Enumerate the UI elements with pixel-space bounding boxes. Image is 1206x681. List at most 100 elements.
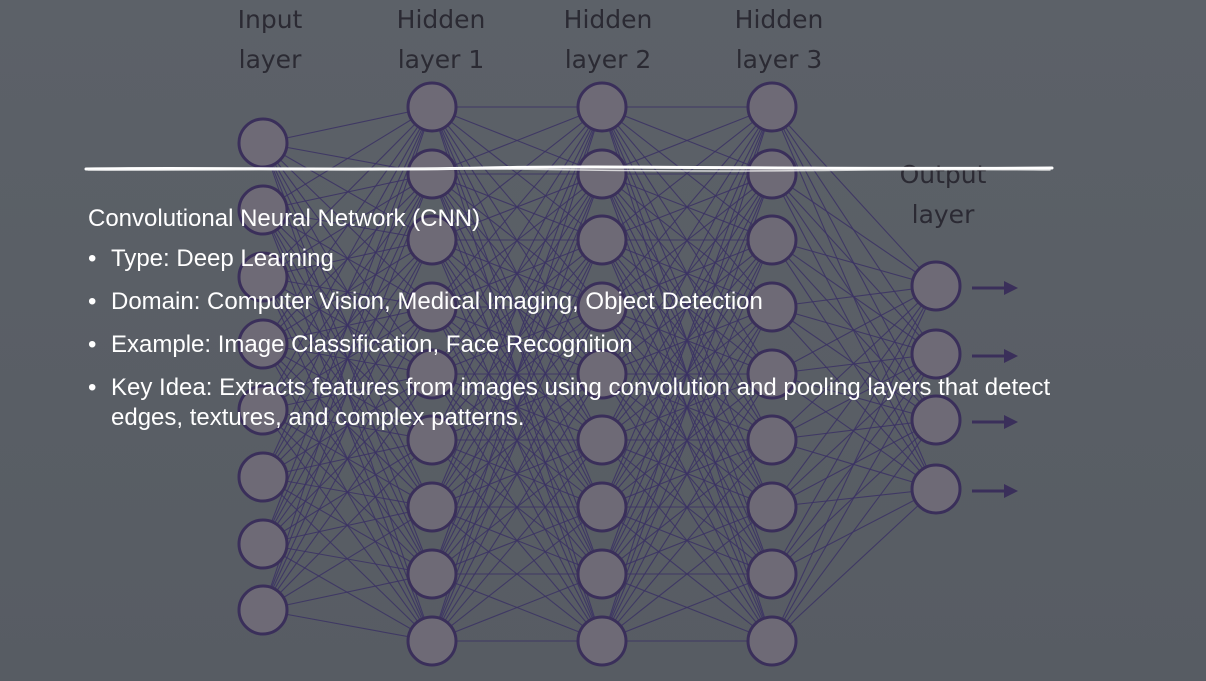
- network-edge: [601, 106, 773, 175]
- network-edge: [431, 239, 603, 642]
- output-arrow-icon: [972, 484, 1018, 498]
- network-edge: [601, 106, 773, 508]
- network-edge: [431, 106, 603, 175]
- input-node: [237, 384, 289, 436]
- network-edge: [771, 488, 937, 575]
- hidden-layer-1-label-line1: Hidden: [397, 5, 486, 34]
- input-node: [237, 518, 289, 570]
- output-arrow-icon: [972, 349, 1018, 363]
- bullet-marker: •: [88, 374, 97, 401]
- network-edge: [601, 373, 773, 642]
- network-edge: [601, 106, 773, 441]
- hidden-node: [576, 281, 628, 333]
- network-edge: [262, 306, 433, 611]
- network-edge: [771, 419, 937, 642]
- bullet-text: Domain: Computer Vision, Medical Imaging…: [111, 288, 763, 315]
- network-edge: [601, 306, 773, 642]
- hidden-node: [746, 214, 798, 266]
- hidden-node: [576, 148, 628, 200]
- network-edge: [262, 106, 433, 144]
- network-edge: [262, 106, 433, 411]
- input-node: [237, 318, 289, 370]
- network-edge: [771, 285, 937, 575]
- bullet-text: Example: Image Classification, Face Reco…: [111, 331, 633, 358]
- hidden-node: [746, 548, 798, 600]
- network-edge: [771, 285, 937, 308]
- network-edge: [431, 173, 603, 642]
- network-edge: [771, 353, 937, 642]
- bullet-marker: •: [88, 331, 97, 358]
- bullet-text: Key Idea: Extracts features from images …: [111, 374, 1051, 431]
- hidden-node: [406, 481, 458, 533]
- bullet-list: • Type: Deep Learning • Domain: Computer…: [88, 244, 1098, 433]
- network-edge: [262, 106, 433, 211]
- network-edge: [431, 106, 603, 642]
- network-edge: [601, 106, 773, 575]
- input-node: [237, 117, 289, 169]
- network-edge: [431, 306, 603, 642]
- network-edge: [431, 506, 603, 642]
- network-edge: [771, 306, 937, 490]
- output-node: [910, 394, 962, 446]
- hidden-node: [576, 214, 628, 266]
- hidden-node: [406, 148, 458, 200]
- bullet-text: Type: Deep Learning: [111, 245, 334, 272]
- output-node: [910, 260, 962, 312]
- network-edge: [771, 285, 937, 375]
- network-edge: [262, 106, 433, 611]
- hidden-node: [576, 615, 628, 667]
- output-node: [910, 328, 962, 380]
- output-arrow-icon: [972, 281, 1018, 295]
- hidden-node: [746, 281, 798, 333]
- input-node: [237, 251, 289, 303]
- network-edge: [771, 173, 937, 355]
- network-edge: [601, 106, 773, 642]
- hidden-node: [406, 414, 458, 466]
- hidden-node: [746, 615, 798, 667]
- hidden-node: [746, 481, 798, 533]
- output-layer-label-line2: layer: [912, 200, 975, 229]
- bullet-marker: •: [88, 245, 97, 272]
- network-edge: [262, 439, 433, 611]
- input-node: [237, 584, 289, 636]
- hidden-node: [576, 481, 628, 533]
- network-edge: [262, 239, 433, 611]
- output-layer-label-line1: Output: [900, 160, 987, 189]
- network-edge: [771, 373, 937, 490]
- network-edge: [601, 506, 773, 642]
- network-edge: [431, 106, 603, 375]
- output-arrow-icon: [972, 415, 1018, 429]
- network-edge: [431, 373, 603, 642]
- network-edge: [262, 106, 433, 545]
- input-node: [237, 184, 289, 236]
- input-layer-label-line1: Input: [238, 5, 303, 34]
- hidden-node: [576, 348, 628, 400]
- hidden-node: [406, 348, 458, 400]
- hidden-node: [746, 348, 798, 400]
- hidden-node: [406, 281, 458, 333]
- network-edge: [431, 106, 603, 241]
- hidden-layer-2-label-line1: Hidden: [564, 5, 653, 34]
- network-edge: [431, 106, 603, 308]
- hidden-node: [746, 414, 798, 466]
- bullet-marker: •: [88, 288, 97, 315]
- network-edge: [431, 106, 603, 508]
- network-edge: [431, 573, 603, 642]
- network-edge: [262, 106, 433, 278]
- network-edge: [431, 106, 603, 441]
- bullet-example: • Example: Image Classification, Face Re…: [88, 330, 1098, 360]
- hidden-layer-3-label-line1: Hidden: [735, 5, 824, 34]
- output-node: [910, 463, 962, 515]
- network-nodes: [237, 81, 962, 667]
- hidden-node: [406, 81, 458, 133]
- network-edge: [431, 106, 603, 575]
- output-arrows: [972, 281, 1018, 498]
- input-node: [237, 451, 289, 503]
- hidden-layer-3-label-line2: layer 3: [736, 45, 823, 74]
- slide-text-block: Convolutional Neural Network (CNN) • Typ…: [88, 204, 1098, 446]
- hidden-layer-2-label-line2: layer 2: [565, 45, 652, 74]
- network-edge: [431, 439, 603, 642]
- network-edge: [601, 573, 773, 642]
